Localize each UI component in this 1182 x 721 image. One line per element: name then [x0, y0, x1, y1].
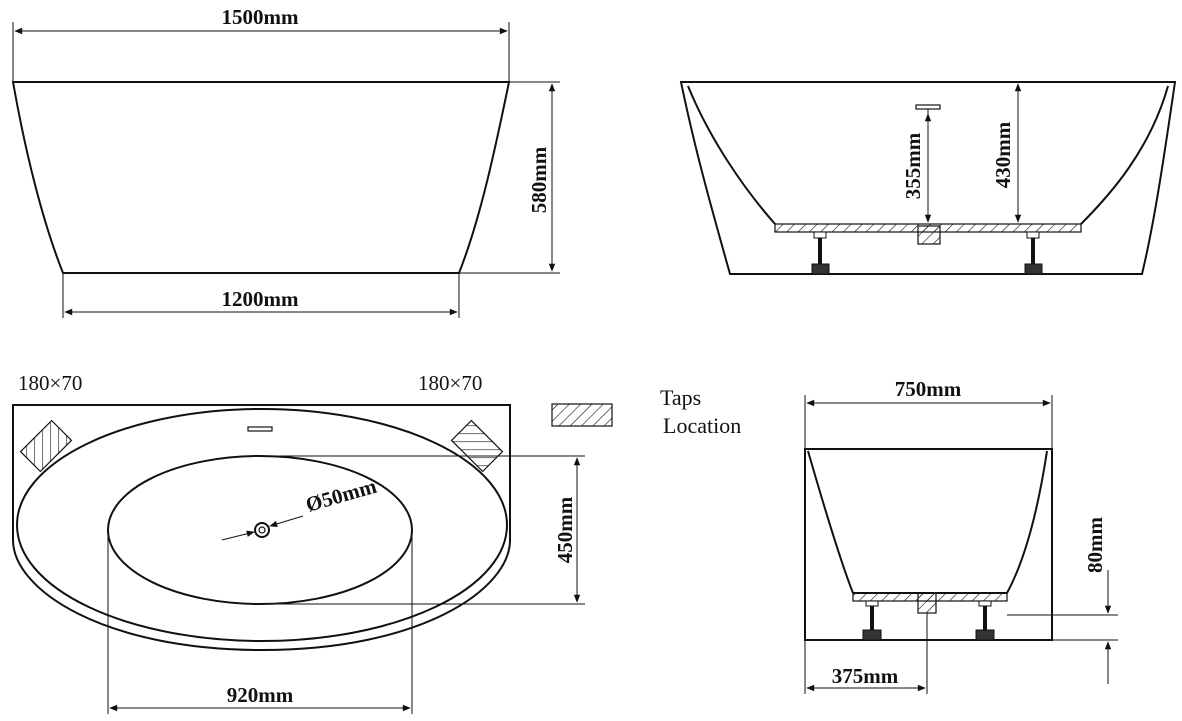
inner-width-label: 450mm — [553, 496, 577, 563]
tap-location-left-pad — [19, 419, 73, 473]
plan-rim-outline — [16, 408, 508, 642]
front-view-outline — [11, 81, 511, 274]
section-inner-basin — [687, 85, 1169, 225]
feet-height-label: 80mm — [1083, 517, 1107, 573]
tap-location-right-pad — [450, 419, 504, 473]
side-drain-pipe — [917, 592, 937, 614]
waste-offset-label: 375mm — [832, 664, 899, 688]
legend: Taps Location — [551, 385, 741, 438]
section-left-foot — [811, 231, 830, 275]
section-overflow-marker — [915, 104, 941, 110]
bottom-length-label: 1200mm — [222, 287, 299, 311]
plan-drain-inner — [258, 526, 266, 534]
top-length-label: 1500mm — [222, 5, 299, 29]
drain-height-label: 355mm — [901, 132, 925, 199]
height-label: 580mm — [527, 146, 551, 213]
plan-view: 180×70 180×70 Ø50mm 450mm 920mm — [12, 371, 585, 714]
side-inner-basin — [807, 450, 1048, 594]
section-view: 355mm 430mm — [679, 81, 1177, 275]
section-outer-outline — [679, 81, 1177, 275]
inner-length-label: 920mm — [227, 683, 294, 707]
front-view: 1500mm 1200mm 580mm — [11, 5, 560, 318]
side-view: 750mm 80mm 375mm — [804, 377, 1118, 694]
plan-overflow-slot — [247, 426, 273, 432]
legend-hatch-swatch — [551, 403, 613, 427]
section-right-foot — [1024, 231, 1043, 275]
plan-outer-outline — [12, 404, 511, 652]
legend-line1: Taps — [660, 385, 701, 410]
side-outer-rect — [804, 448, 1053, 641]
width-label: 750mm — [895, 377, 962, 401]
side-right-foot — [975, 600, 995, 641]
depth-label: 430mm — [991, 121, 1015, 188]
tap-size-right-label: 180×70 — [418, 371, 482, 395]
tap-size-left-label: 180×70 — [18, 371, 82, 395]
drain-diameter-label: Ø50mm — [303, 474, 380, 517]
side-left-foot — [862, 600, 882, 641]
section-drain-pipe — [917, 225, 941, 245]
legend-line2: Location — [663, 413, 741, 438]
